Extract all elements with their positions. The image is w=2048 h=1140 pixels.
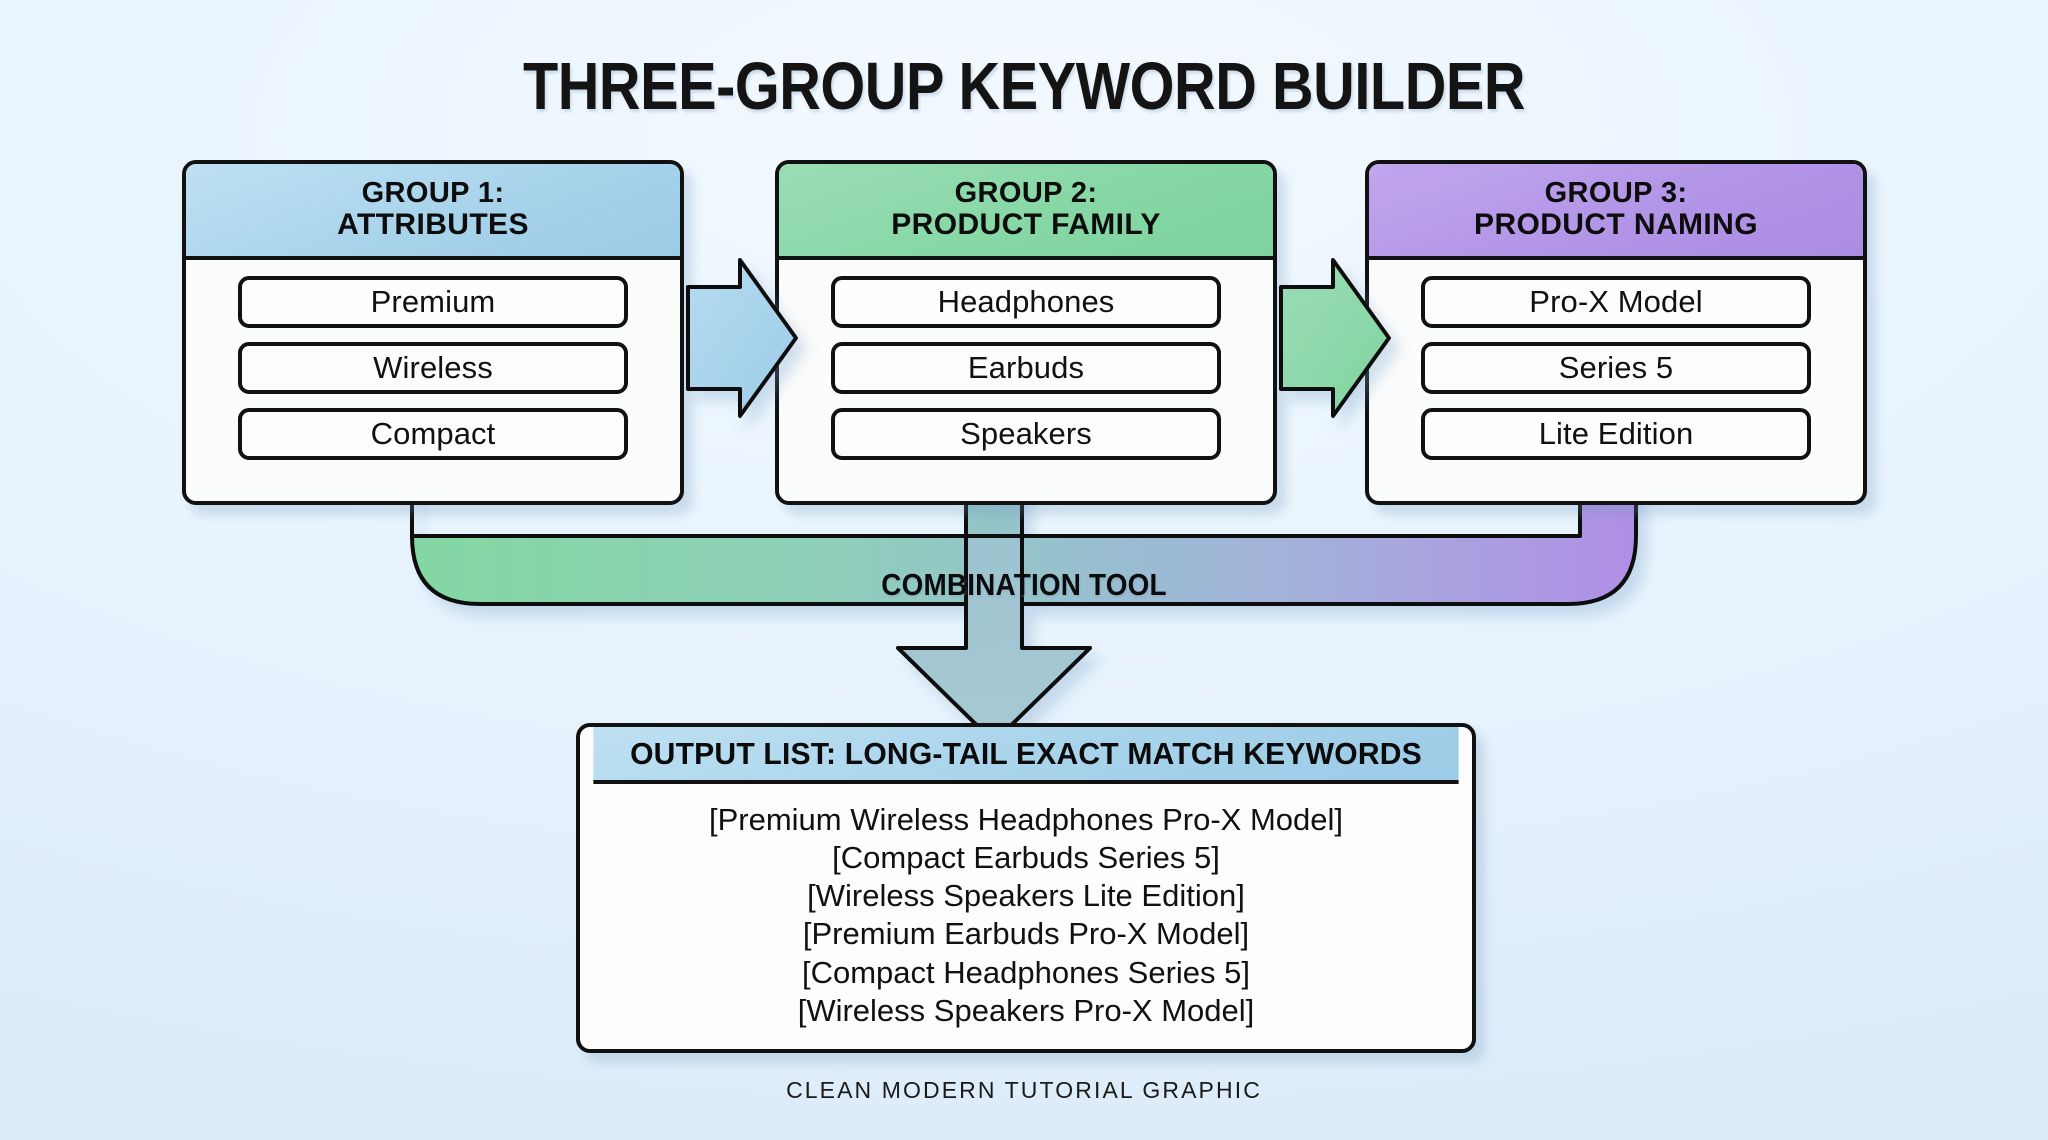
group-2-title-line2: PRODUCT FAMILY [891, 208, 1161, 242]
group-card-1[interactable]: GROUP 1: ATTRIBUTES Premium Wireless Com… [182, 160, 684, 505]
group-3-item-3[interactable]: Lite Edition [1421, 408, 1811, 460]
output-keyword-item: [Wireless Speakers Pro-X Model] [797, 992, 1255, 1028]
output-list-header: OUTPUT LIST: LONG-TAIL EXACT MATCH KEYWO… [593, 727, 1459, 784]
group-3-title-line1: GROUP 3: [1544, 177, 1688, 210]
group-card-3[interactable]: GROUP 3: PRODUCT NAMING Pro-X Model Seri… [1365, 160, 1867, 505]
output-keyword-list: [Premium Wireless Headphones Pro-X Model… [580, 784, 1472, 1030]
group-2-item-1[interactable]: Headphones [831, 276, 1221, 328]
output-keyword-item: [Premium Wireless Headphones Pro-X Model… [708, 802, 1344, 837]
group-1-header: GROUP 1: ATTRIBUTES [186, 164, 680, 260]
group-1-item-2[interactable]: Wireless [238, 342, 628, 394]
group-3-title-line2: PRODUCT NAMING [1474, 208, 1758, 242]
arrow-group1-to-group2 [686, 258, 798, 418]
group-1-title-line1: GROUP 1: [361, 177, 505, 210]
group-1-item-3[interactable]: Compact [238, 408, 628, 460]
footer-caption: CLEAN MODERN TUTORIAL GRAPHIC [786, 1077, 1262, 1103]
group-3-item-2[interactable]: Series 5 [1421, 342, 1811, 394]
group-2-header: GROUP 2: PRODUCT FAMILY [779, 164, 1273, 260]
output-keyword-item: [Compact Earbuds Series 5] [832, 840, 1220, 876]
output-list-box[interactable]: OUTPUT LIST: LONG-TAIL EXACT MATCH KEYWO… [576, 723, 1476, 1053]
group-3-items: Pro-X Model Series 5 Lite Edition [1369, 260, 1863, 474]
group-2-title-line1: GROUP 2: [954, 177, 1098, 210]
page-title: THREE-GROUP KEYWORD BUILDER [522, 49, 1526, 124]
group-card-2[interactable]: GROUP 2: PRODUCT FAMILY Headphones Earbu… [775, 160, 1277, 505]
output-keyword-item: [Wireless Speakers Lite Edition] [807, 878, 1245, 914]
group-2-item-3[interactable]: Speakers [831, 408, 1221, 460]
group-1-title-line2: ATTRIBUTES [337, 208, 529, 242]
group-2-item-2[interactable]: Earbuds [831, 342, 1221, 394]
output-keyword-item: [Premium Earbuds Pro-X Model] [802, 916, 1250, 952]
group-3-header: GROUP 3: PRODUCT NAMING [1369, 164, 1863, 260]
group-1-items: Premium Wireless Compact [186, 260, 680, 474]
arrow-group2-to-group3 [1279, 258, 1391, 418]
group-2-items: Headphones Earbuds Speakers [779, 260, 1273, 474]
group-3-item-1[interactable]: Pro-X Model [1421, 276, 1811, 328]
output-keyword-item: [Compact Headphones Series 5] [801, 954, 1251, 990]
group-1-item-1[interactable]: Premium [238, 276, 628, 328]
